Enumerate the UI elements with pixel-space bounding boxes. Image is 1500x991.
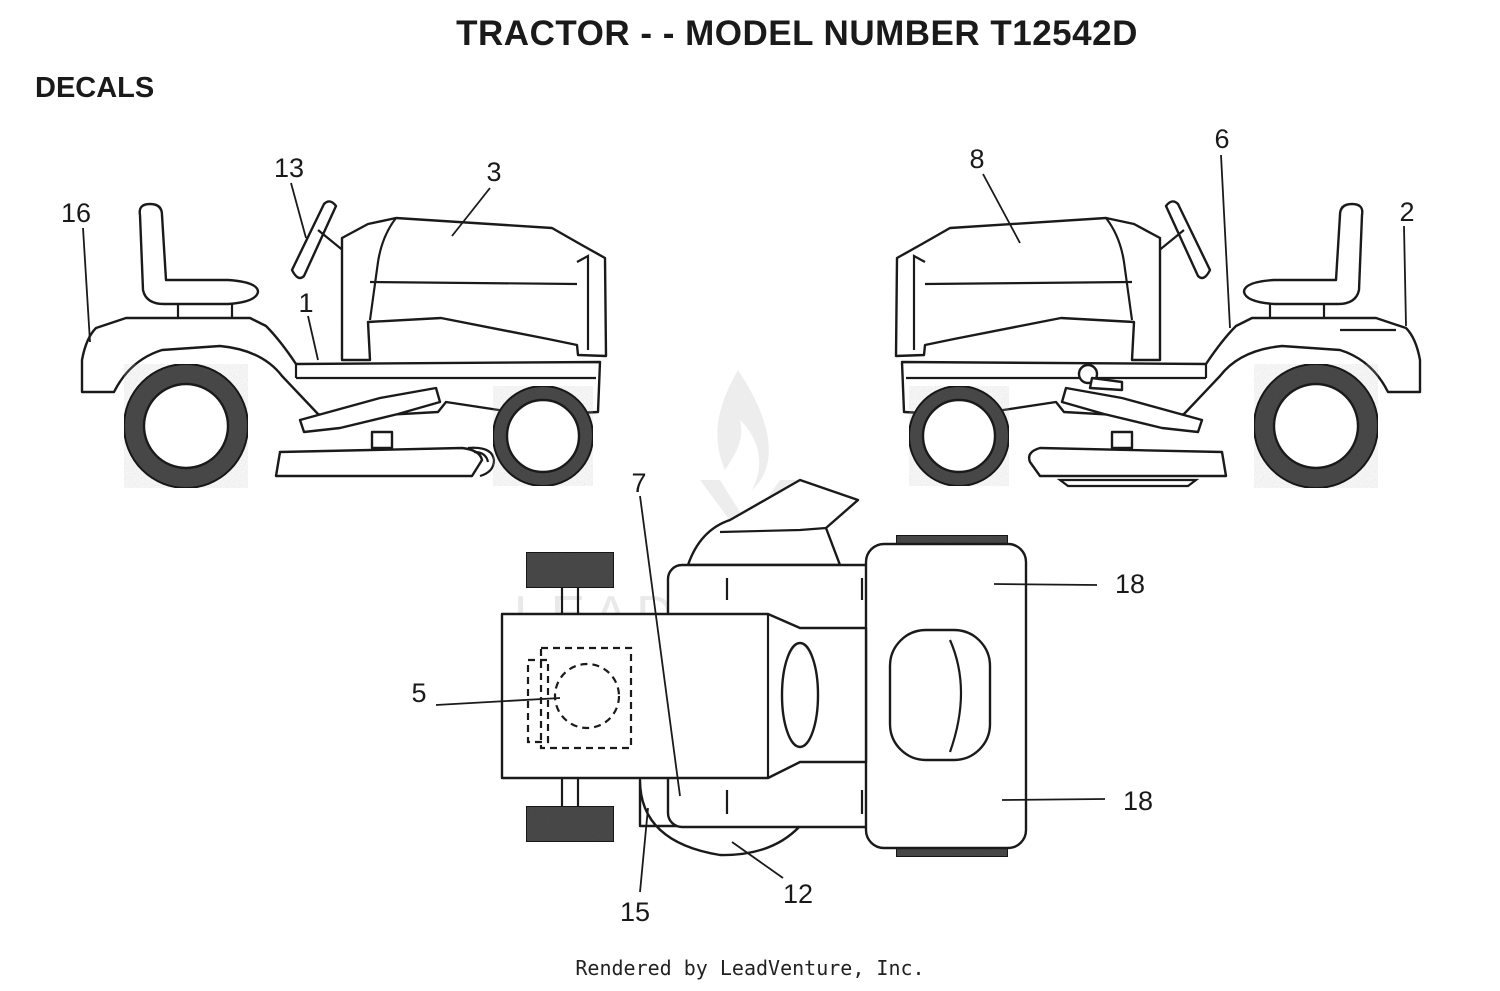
callout-16: 16 — [61, 198, 91, 228]
callout-15: 15 — [620, 897, 650, 927]
callout-18-top: 18 — [1115, 569, 1145, 599]
callout-6: 6 — [1214, 124, 1229, 154]
callout-3: 3 — [486, 157, 501, 187]
callout-5: 5 — [411, 678, 426, 708]
section-title: DECALS — [35, 72, 155, 104]
callout-1: 1 — [298, 288, 313, 318]
callout-7: 7 — [631, 468, 646, 498]
tractor-right-side-view — [894, 200, 1422, 489]
callout-8: 8 — [969, 144, 984, 174]
callout-2: 2 — [1399, 197, 1414, 227]
tractor-left-side-view — [80, 200, 608, 489]
callout-18-bottom: 18 — [1123, 786, 1153, 816]
page-title: TRACTOR - - MODEL NUMBER T12542D — [456, 14, 1138, 53]
footer-credit: Rendered by LeadVenture, Inc. — [575, 956, 925, 980]
leader-lines — [82, 154, 1407, 893]
callout-13: 13 — [274, 153, 304, 183]
tractor-top-view — [500, 478, 1028, 858]
callout-12: 12 — [783, 879, 813, 909]
